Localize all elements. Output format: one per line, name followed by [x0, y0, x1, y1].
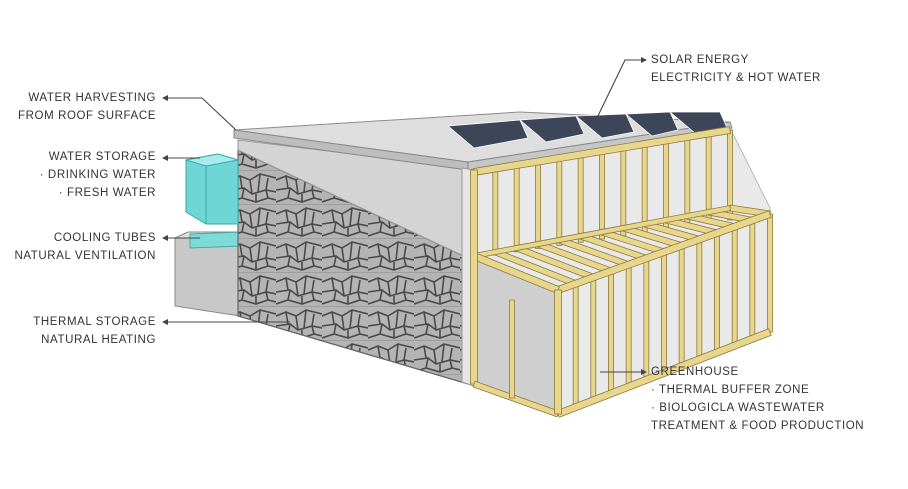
greenhouse-timber-frame: [470, 126, 773, 418]
solar-panel: [574, 113, 635, 139]
leader-water-harvesting: [166, 97, 237, 131]
arrow-head: [641, 369, 647, 375]
label-line: WATER HARVESTING: [28, 92, 156, 104]
label-line: TREATMENT & FOOD PRODUCTION: [651, 420, 865, 432]
arrow-head: [641, 57, 647, 63]
arrow-head: [162, 95, 168, 101]
label-line: · DRINKING WATER: [39, 169, 156, 181]
label-water-harvesting: WATER HARVESTING FROM ROOF SURFACE: [18, 89, 156, 125]
arrow-head: [162, 319, 168, 325]
label-line: · FRESH WATER: [58, 187, 156, 199]
label-water-storage: WATER STORAGE · DRINKING WATER · FRESH W…: [40, 148, 156, 202]
label-line: COOLING TUBES: [53, 232, 156, 244]
timber-post: [767, 213, 773, 333]
label-line: THERMAL STORAGE: [33, 316, 156, 328]
solar-panel: [518, 115, 585, 143]
label-line: FROM ROOF SURFACE: [18, 110, 156, 122]
label-line: SOLAR ENERGY: [651, 54, 749, 66]
label-line: ELECTRICITY & HOT WATER: [651, 72, 821, 84]
label-greenhouse: GREENHOUSE · THERMAL BUFFER ZONE · BIOLO…: [651, 363, 864, 435]
label-line: WATER STORAGE: [48, 151, 156, 163]
label-line: · BIOLOGICLA WASTEWATER: [651, 402, 825, 414]
solar-panels: [447, 111, 729, 149]
label-line: NATURAL HEATING: [41, 334, 156, 346]
timber-post: [554, 289, 562, 415]
label-solar-energy: SOLAR ENERGY ELECTRICITY & HOT WATER: [651, 51, 821, 87]
label-line: · THERMAL BUFFER ZONE: [651, 384, 810, 396]
label-line: GREENHOUSE: [651, 366, 739, 378]
label-thermal-storage: THERMAL STORAGE NATURAL HEATING: [33, 313, 156, 349]
solar-panel: [624, 111, 679, 137]
arrow-head: [162, 155, 168, 161]
label-cooling-tubes: COOLING TUBES NATURAL VENTILATION: [14, 229, 156, 265]
leader-solar-energy: [595, 59, 643, 121]
timber-post: [509, 299, 515, 399]
arrow-head: [162, 235, 168, 241]
water-storage-tank: [185, 153, 239, 225]
solar-panel: [447, 119, 529, 149]
label-line: NATURAL VENTILATION: [14, 250, 156, 262]
